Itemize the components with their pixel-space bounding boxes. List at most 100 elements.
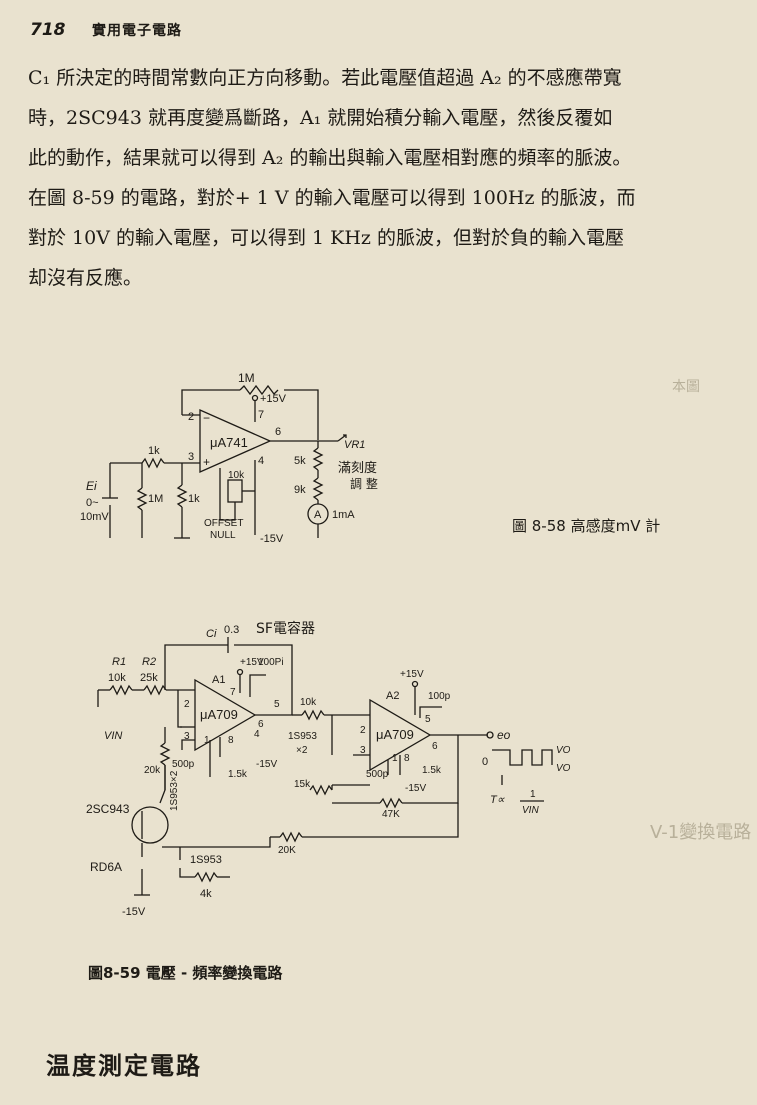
label-a2-pin1: 1: [392, 753, 398, 764]
label-pin6: 6: [275, 426, 281, 438]
resistor-1k-ground: [176, 484, 188, 508]
label-diodes-mid: 1S953: [288, 731, 317, 742]
label-a1-vneg: -15V: [256, 759, 277, 770]
label-zero: 0: [482, 756, 488, 768]
label-a2-pin5: 5: [425, 714, 431, 725]
label-a1-c500: 500p: [172, 759, 195, 770]
label-r-source: 1M: [148, 493, 163, 505]
body-paragraph: C₁ 所決定的時間常數向正方向移動。若此電壓值超過 A₂ 的不感應帶寬 時，2S…: [28, 58, 733, 298]
label-a1-comp: 100Pi: [258, 657, 284, 668]
label-voh: VOH: [556, 745, 570, 756]
label-adjust: 調 整: [350, 476, 378, 491]
label-a1-pin8: 8: [228, 735, 234, 746]
label-vol: VOL: [556, 763, 570, 774]
label-pin7: 7: [258, 409, 264, 421]
paragraph-line: 時，2SC943 就再度變爲斷路，A₁ 就開始積分輸入電壓，然後反覆如: [28, 107, 613, 129]
label-a1-pin6: 6: [258, 719, 264, 730]
resistor-20k-fb: [279, 831, 303, 843]
label-meter: A: [314, 509, 322, 521]
label-a1-pin4: 4: [254, 729, 260, 740]
label-a1-pin1: 1: [204, 735, 210, 746]
label-r20k-fb: 20K: [278, 845, 296, 856]
paragraph-line: 在圖 8-59 的電路，對於+ 1 V 的輸入電壓可以得到 100Hz 的脈波，…: [28, 187, 636, 209]
resistor-1m-source: [136, 487, 148, 511]
label-vr-value: 5k: [294, 455, 306, 467]
resistor-15k-fb: [309, 784, 333, 796]
label-pin-minus: −: [203, 411, 210, 425]
label-r2: R2: [142, 656, 156, 668]
label-a2-pin6: 6: [432, 741, 438, 752]
output-terminal: [486, 731, 494, 739]
label-pin-plus: +: [203, 455, 210, 469]
offset-trim-pot: [227, 479, 243, 503]
label-r-meter: 9k: [294, 484, 306, 496]
label-zener: RD6A: [90, 860, 122, 874]
label-pin2: 2: [188, 411, 194, 423]
paragraph-line: 對於 10V 的輸入電壓，可以得到 1 KHz 的脈波，但對於負的輸入電壓: [28, 227, 624, 249]
label-source-range: 0~: [86, 497, 99, 509]
resistor-10k-mid: [301, 709, 325, 721]
label-vr: VR1: [344, 439, 365, 451]
resistor-9k-meter: [312, 477, 324, 501]
label-a1: A1: [212, 674, 225, 686]
vr1-potentiometer: [312, 447, 324, 471]
paragraph-line: 此的動作，結果就可以得到 A₂ 的輸出與輸入電壓相對應的頻率的脈波。: [28, 147, 632, 169]
label-a2-type: μA709: [376, 727, 414, 742]
label-a1-pin7: 7: [230, 687, 236, 698]
page-number: 718: [30, 20, 66, 40]
section-heading: 温度測定電路: [46, 1052, 202, 1080]
label-vin: VIN: [104, 730, 122, 742]
label-pin4: 4: [258, 455, 264, 467]
label-r47k: 47K: [382, 809, 400, 820]
label-vneg: -15V: [260, 533, 284, 545]
label-diodes-in: 1S953×2: [169, 770, 180, 811]
label-source-max: 10mV: [80, 511, 109, 523]
label-ci-value: 0.3: [224, 624, 239, 636]
resistor-1m-feedback: [239, 384, 279, 396]
label-sf-cap: SF電容器: [256, 620, 315, 637]
bleedthrough-marker: 本圖: [672, 379, 700, 395]
label-a1-r15k: 1.5k: [228, 769, 248, 780]
label-a1-pin3: 3: [184, 731, 190, 742]
label-r1-value: 10k: [108, 672, 126, 684]
label-a1-r20k: 20k: [144, 765, 161, 776]
label-t-den: VIN: [522, 805, 539, 816]
transistor-2sc943: [131, 806, 169, 844]
label-a2-r15k: 1.5k: [422, 765, 442, 776]
resistor-4k: [194, 871, 218, 883]
label-opamp: μA741: [210, 435, 248, 450]
figure-59-schematic: Ci 0.3 SF電容器 R1 10k R2 25k VIN 1S953×2 A…: [86, 620, 570, 918]
label-diodes-mid-count: ×2: [296, 745, 308, 756]
output-waveform: [492, 749, 553, 766]
label-transistor: 2SC943: [86, 802, 130, 816]
opamp-a2: [369, 698, 432, 772]
resistor-1k-input: [141, 457, 165, 469]
figure-59-caption: 圖8-59 電壓 - 頻率變換電路: [88, 964, 283, 982]
figure-58-schematic: 1M 2 3 7 4 6 − + μA741 +15V 1k 1k 1M 10k…: [80, 371, 378, 545]
label-a2-vneg: -15V: [405, 783, 426, 794]
paragraph-line: C₁ 所決定的時間常數向正方向移動。若此電壓值超過 A₂ 的不感應帶寬: [28, 67, 622, 89]
label-pin3: 3: [188, 451, 194, 463]
label-r1: R1: [112, 656, 126, 668]
label-a2: A2: [386, 690, 399, 702]
paragraph-line: 却沒有反應。: [28, 267, 143, 289]
label-a2-vpos: +15V: [400, 669, 424, 680]
label-full-scale: 滿刻度: [338, 460, 377, 476]
label-meter-range: 1mA: [332, 509, 355, 521]
label-source: Ei: [86, 479, 97, 493]
resistor-47k: [379, 797, 403, 809]
opamp-741: [199, 409, 272, 473]
label-r10k-mid: 10k: [300, 697, 317, 708]
label-offset: OFFSET: [204, 518, 243, 529]
label-a2-pin2: 2: [360, 725, 366, 736]
resistor-r2: [143, 684, 167, 696]
bleedthrough-title: V-1變換電路: [650, 822, 752, 843]
label-trim: 10k: [228, 470, 245, 481]
label-a2-pin3: 3: [360, 745, 366, 756]
label-a2-c500: 500p: [366, 769, 389, 780]
label-r-input: 1k: [148, 445, 160, 457]
resistor-20k-a1: [159, 742, 171, 766]
label-t: T∝: [490, 794, 506, 806]
feedback-wire: [181, 389, 240, 415]
label-a2-comp: 100p: [428, 691, 451, 702]
